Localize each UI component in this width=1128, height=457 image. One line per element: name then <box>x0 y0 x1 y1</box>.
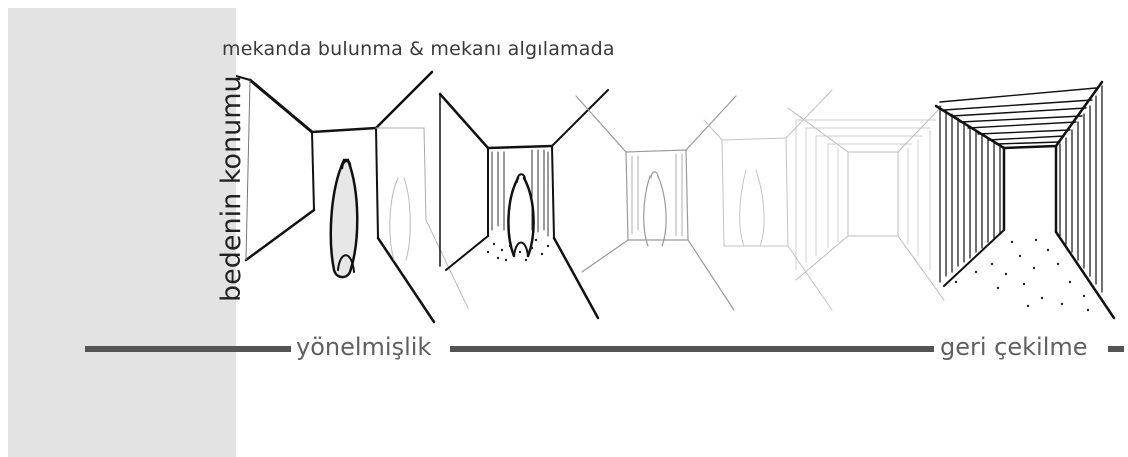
axis-line-right-stub <box>1108 346 1124 352</box>
axis-line-left <box>85 346 291 352</box>
axis-line-middle <box>450 346 934 352</box>
axis-label-left: yönelmişlik <box>296 333 432 361</box>
sketch-1 <box>236 70 469 324</box>
sketch-5 <box>787 105 945 301</box>
sketch-6 <box>934 80 1116 320</box>
corridor-sketch-sequence <box>236 70 1116 324</box>
sketch-3 <box>575 95 737 311</box>
axis-label-right: geri çekilme <box>940 333 1088 361</box>
sketch-4 <box>703 89 833 311</box>
sketch-2 <box>438 89 609 320</box>
grey-side-panel <box>8 8 236 457</box>
top-caption: mekanda bulunma & mekanı algılamada <box>222 38 615 60</box>
